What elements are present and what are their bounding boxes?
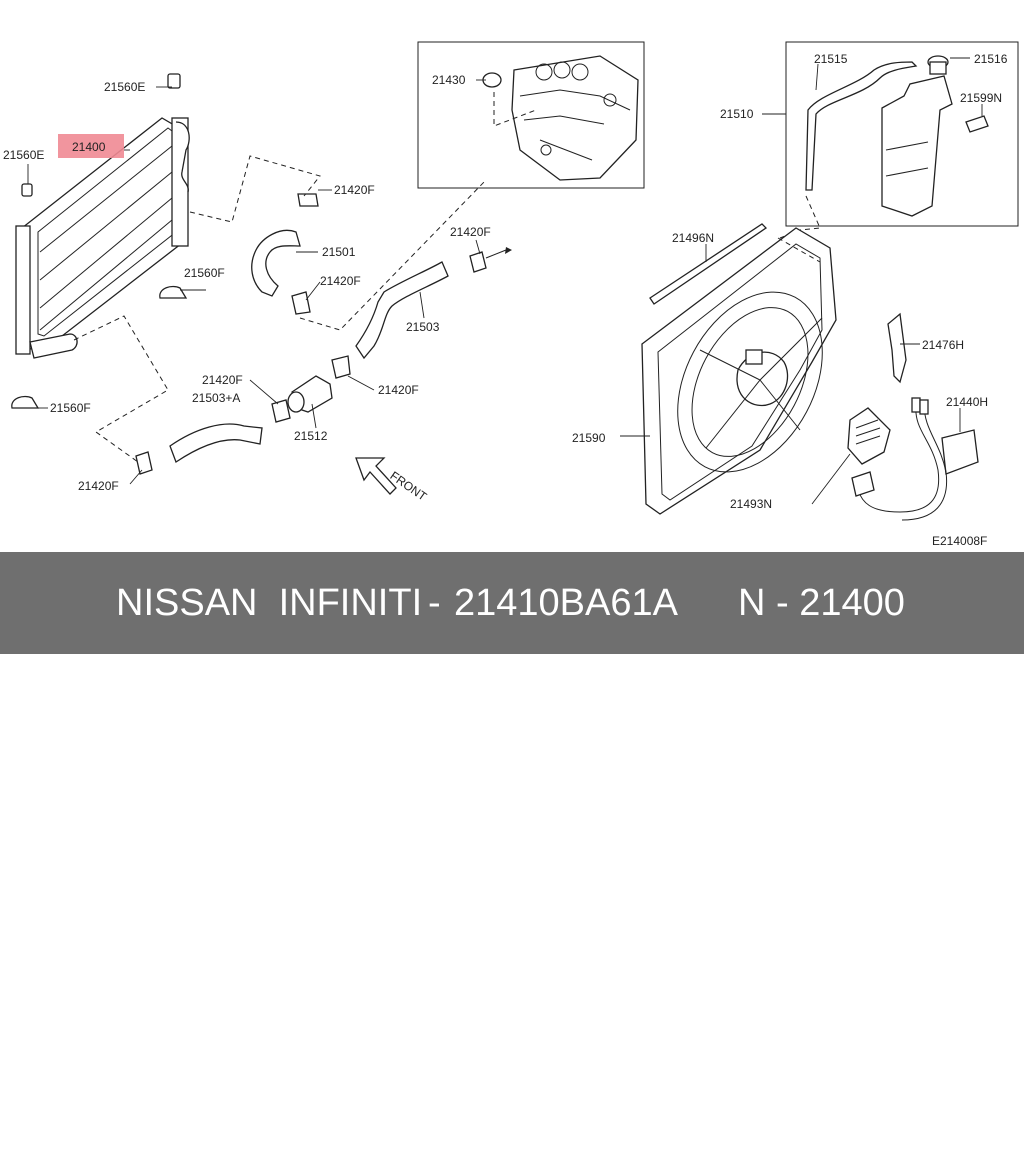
leader-lines [27,57,983,505]
label-21400: 21400 [72,140,106,154]
exploded-parts-diagram: 21560E 21560E 21400 21560F 21560F 21420F… [0,0,1024,552]
label-21501: 21501 [322,245,356,259]
label-21440h: 21440H [946,395,988,409]
diagram-svg: 21560E 21560E 21400 21560F 21560F 21420F… [3,41,1019,548]
reservoir-drawing [805,55,989,217]
label-21512: 21512 [294,429,328,443]
label-21560f-bottom: 21560F [50,401,91,415]
label-diagram-code: E214008F [932,534,987,548]
highlight-21400 [58,134,124,158]
reference-text: N - 21400 [738,582,905,624]
label-21510: 21510 [720,107,754,121]
engine-inset-box [417,41,645,189]
label-21420f-f: 21420F [78,479,119,493]
label-21503a: 21503+A [192,391,240,405]
label-21515: 21515 [814,52,848,66]
label-21420f-d: 21420F [202,373,243,387]
label-21560e-left: 21560E [3,148,44,162]
dash-hose-lower [73,315,169,463]
reservoir-inset-box [785,41,1019,227]
label-21476h: 21476H [922,338,964,352]
label-21560e-top: 21560E [104,80,145,94]
label-21590: 21590 [572,431,606,445]
dash-radiator-hose [189,155,321,223]
engine-drawing [482,55,639,181]
separator-text: - [428,582,441,624]
label-21503: 21503 [406,320,440,334]
hoses-drawing [135,193,512,475]
label-21496n: 21496N [672,231,714,245]
front-arrow [355,457,397,495]
label-21420f-a: 21420F [334,183,375,197]
label-21420f-c: 21420F [450,225,491,239]
fan-shroud-drawing [641,223,979,521]
label-21493n: 21493N [730,497,772,511]
parts-diagram-page: 21560E 21560E 21400 21560F 21560F 21420F… [0,0,1024,654]
label-21420f-e: 21420F [378,383,419,397]
label-21430: 21430 [432,73,466,87]
dash-hose-engine [299,179,487,331]
label-21420f-b: 21420F [320,274,361,288]
brand-text: NISSAN INFINITI [116,582,423,624]
label-21599n: 21599N [960,91,1002,105]
radiator-drawing [11,73,190,409]
label-21516: 21516 [974,52,1008,66]
label-21560f-mid: 21560F [184,266,225,280]
part-number-text: 21410BA61A [454,582,678,624]
part-number-footer: NISSAN INFINITI - 21410BA61A N - 21400 [0,552,1024,654]
